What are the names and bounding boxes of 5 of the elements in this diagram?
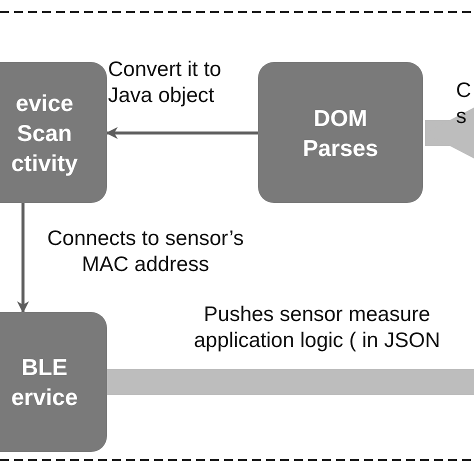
note-text: C s <box>456 78 472 130</box>
box-label: DOM Parses <box>302 104 380 162</box>
box-label: evice Scan ctivity <box>10 88 79 178</box>
process-box <box>258 62 423 203</box>
box-label: BLE ervice <box>10 353 79 412</box>
